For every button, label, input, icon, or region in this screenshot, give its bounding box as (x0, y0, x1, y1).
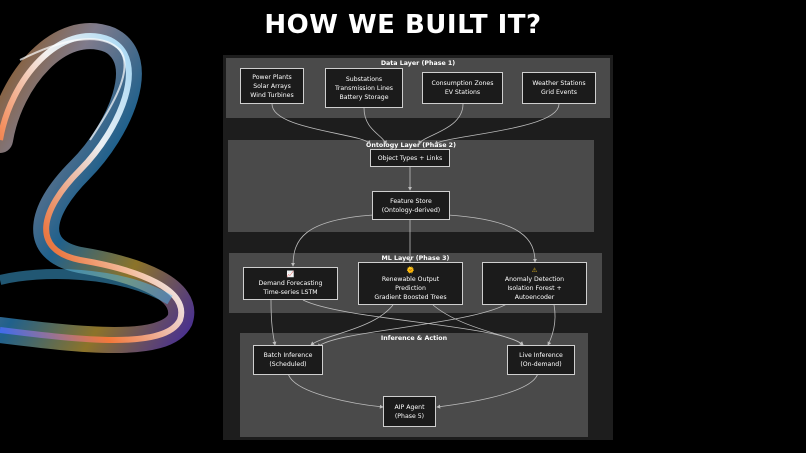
edge-weather-to-ontology (434, 103, 560, 145)
node-substations: Substations Transmission Lines Battery S… (325, 68, 403, 108)
inference-layer-label: Inference & Action (380, 335, 448, 342)
edge-consumption-to-ontology (418, 103, 464, 145)
node-renewable-output: 🌞 Renewable Output Prediction Gradient B… (358, 262, 463, 305)
edge-demand-to-batch (270, 299, 277, 346)
architecture-diagram: Data Layer (Phase 1) Ontology Layer (Pha… (223, 55, 613, 440)
ontology-layer-label: Ontology Layer (Phase 2) (366, 142, 456, 149)
node-batch-inference: Batch Inference (Scheduled) (253, 345, 323, 375)
iridescent-ribbon-graphic (0, 23, 195, 353)
edge-live-to-aip (436, 372, 539, 409)
slide-title: HOW WE BUILT IT? (264, 10, 542, 40)
node-aip-agent: AIP Agent (Phase 5) (383, 396, 436, 427)
edge-demand-to-live (302, 299, 524, 346)
data-layer-label: Data Layer (Phase 1) (380, 60, 456, 67)
ml-layer-label: ML Layer (Phase 3) (381, 255, 450, 262)
node-consumption-zones: Consumption Zones EV Stations (422, 72, 503, 104)
edge-anomaly-to-live (547, 299, 556, 346)
edge-power-to-ontology (271, 103, 371, 145)
edge-renewable-to-live (432, 304, 524, 346)
node-anomaly-detection: ⚠ Anomaly Detection Isolation Forest + A… (482, 262, 587, 305)
node-live-inference: Live Inference (On-demand) (507, 345, 575, 375)
edge-substations-to-ontology (363, 107, 387, 145)
edge-feature-to-demand (291, 214, 374, 267)
node-weather-stations: Weather Stations Grid Events (522, 72, 596, 104)
diagram-edges (270, 103, 560, 409)
node-feature-store: Feature Store (Ontology-derived) (372, 191, 450, 220)
chart-icon: 📈 (286, 271, 295, 278)
node-power-plants: Power Plants Solar Arrays Wind Turbines (240, 68, 304, 104)
edge-feature-to-anomaly (447, 214, 537, 263)
node-object-types: Object Types + Links (370, 149, 450, 167)
node-demand-forecasting: 📈 Demand Forecasting Time-series LSTM (243, 267, 338, 300)
sun-icon: 🌞 (406, 266, 415, 274)
warning-icon: ⚠ (531, 266, 538, 274)
edge-anomaly-to-batch (317, 299, 514, 348)
edge-renewable-to-batch (310, 304, 394, 346)
edge-batch-to-aip (287, 372, 384, 409)
